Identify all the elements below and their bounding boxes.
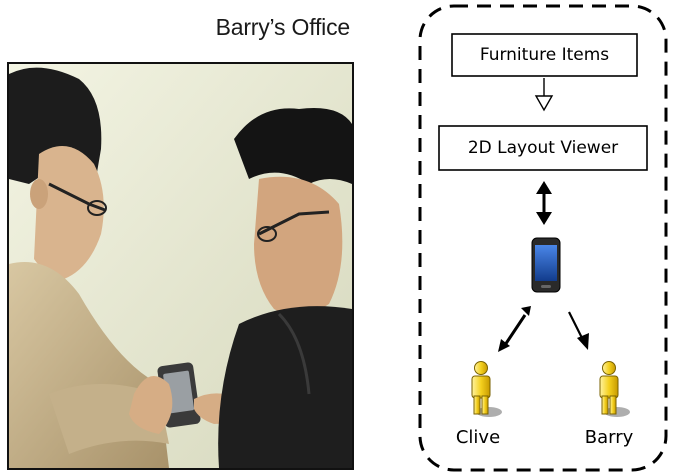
smartphone-icon — [531, 237, 561, 293]
left-man-face — [34, 146, 104, 279]
person-barry-icon — [599, 361, 630, 417]
hollow-arrow-down-icon — [534, 78, 554, 112]
double-arrow-clive-icon — [498, 306, 531, 352]
layout-viewer-label: 2D Layout Viewer — [467, 138, 619, 158]
office-photo — [7, 62, 354, 470]
right-man-jacket — [218, 306, 352, 468]
right-man-face — [254, 176, 343, 316]
barry-label: Barry — [584, 427, 634, 448]
clive-label: Clive — [455, 427, 501, 448]
page-title: Barry’s Office — [215, 14, 351, 40]
furniture-items-label: Furniture Items — [479, 45, 610, 65]
right-man-hair — [234, 108, 352, 184]
arrow-barry-icon — [568, 311, 589, 350]
photo-illustration — [9, 64, 352, 468]
double-arrow-vertical-icon — [536, 181, 552, 225]
person-clive-icon — [471, 361, 502, 417]
